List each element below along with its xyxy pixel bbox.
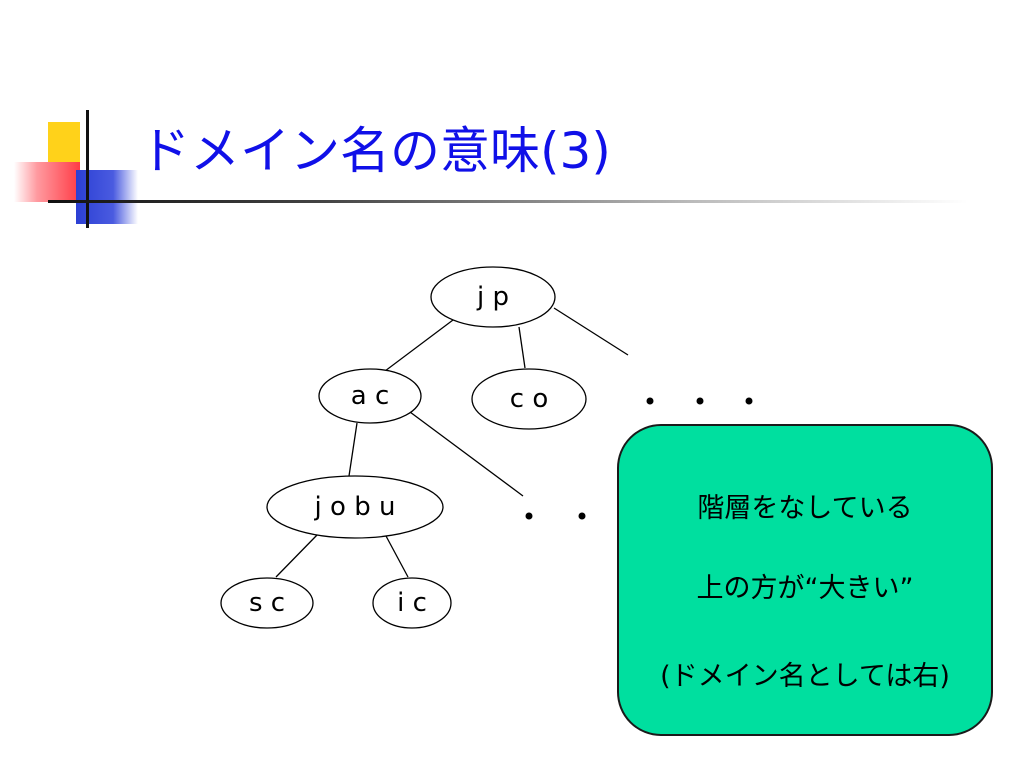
callout-line-upper-larger: 上の方が“大きい” (696, 573, 914, 604)
node-co: c o (471, 368, 587, 430)
ellipsis-dot (696, 397, 704, 405)
callout-line-hierarchy: 階層をなしている (697, 493, 913, 524)
node-ic: i c (372, 577, 452, 629)
node-co-label: c o (510, 384, 548, 414)
node-ac-shape (318, 368, 422, 424)
ellipsis-dot (578, 512, 586, 520)
edge-jobu-ic (385, 535, 409, 578)
callout-line-domain-right: (ドメイン名としては右) (660, 661, 950, 692)
node-sc-shape (220, 577, 314, 629)
ellipsis-dot (525, 512, 533, 520)
deco-red-bar (14, 162, 80, 202)
node-jobu-shape (266, 475, 444, 539)
node-jp-label: j p (476, 282, 509, 312)
node-jp: j p (430, 266, 556, 328)
ellipsis-dot (646, 397, 654, 405)
title-underline (48, 200, 968, 203)
edge-ac-jobu (348, 422, 358, 477)
node-jobu: j o b u (266, 475, 444, 539)
node-ac: a c (318, 368, 422, 424)
node-ic-shape (372, 577, 452, 629)
node-jp-shape (430, 266, 556, 328)
ellipsis-level3 (525, 512, 586, 520)
ellipsis-dot (745, 397, 753, 405)
callout-box: 階層をなしている 上の方が“大きい” (ドメイン名としては右) (617, 424, 993, 736)
slide-title: ドメイン名の意味(3) (140, 122, 611, 180)
node-ac-label: a c (351, 381, 390, 411)
node-co-shape (471, 368, 587, 430)
node-ic-label: i c (397, 588, 427, 618)
edge-jobu-sc (275, 533, 319, 578)
deco-yellow-square (48, 122, 80, 166)
node-jobu-label: j o b u (314, 492, 396, 522)
ellipsis-level2 (646, 397, 753, 405)
edge-ac-more (409, 411, 524, 497)
node-sc-label: s c (249, 588, 285, 618)
edge-jp-ac (380, 319, 454, 375)
edge-jp-co (518, 326, 526, 369)
edge-jp-more (553, 307, 629, 356)
deco-vertical-rule (86, 110, 89, 228)
node-sc: s c (220, 577, 314, 629)
